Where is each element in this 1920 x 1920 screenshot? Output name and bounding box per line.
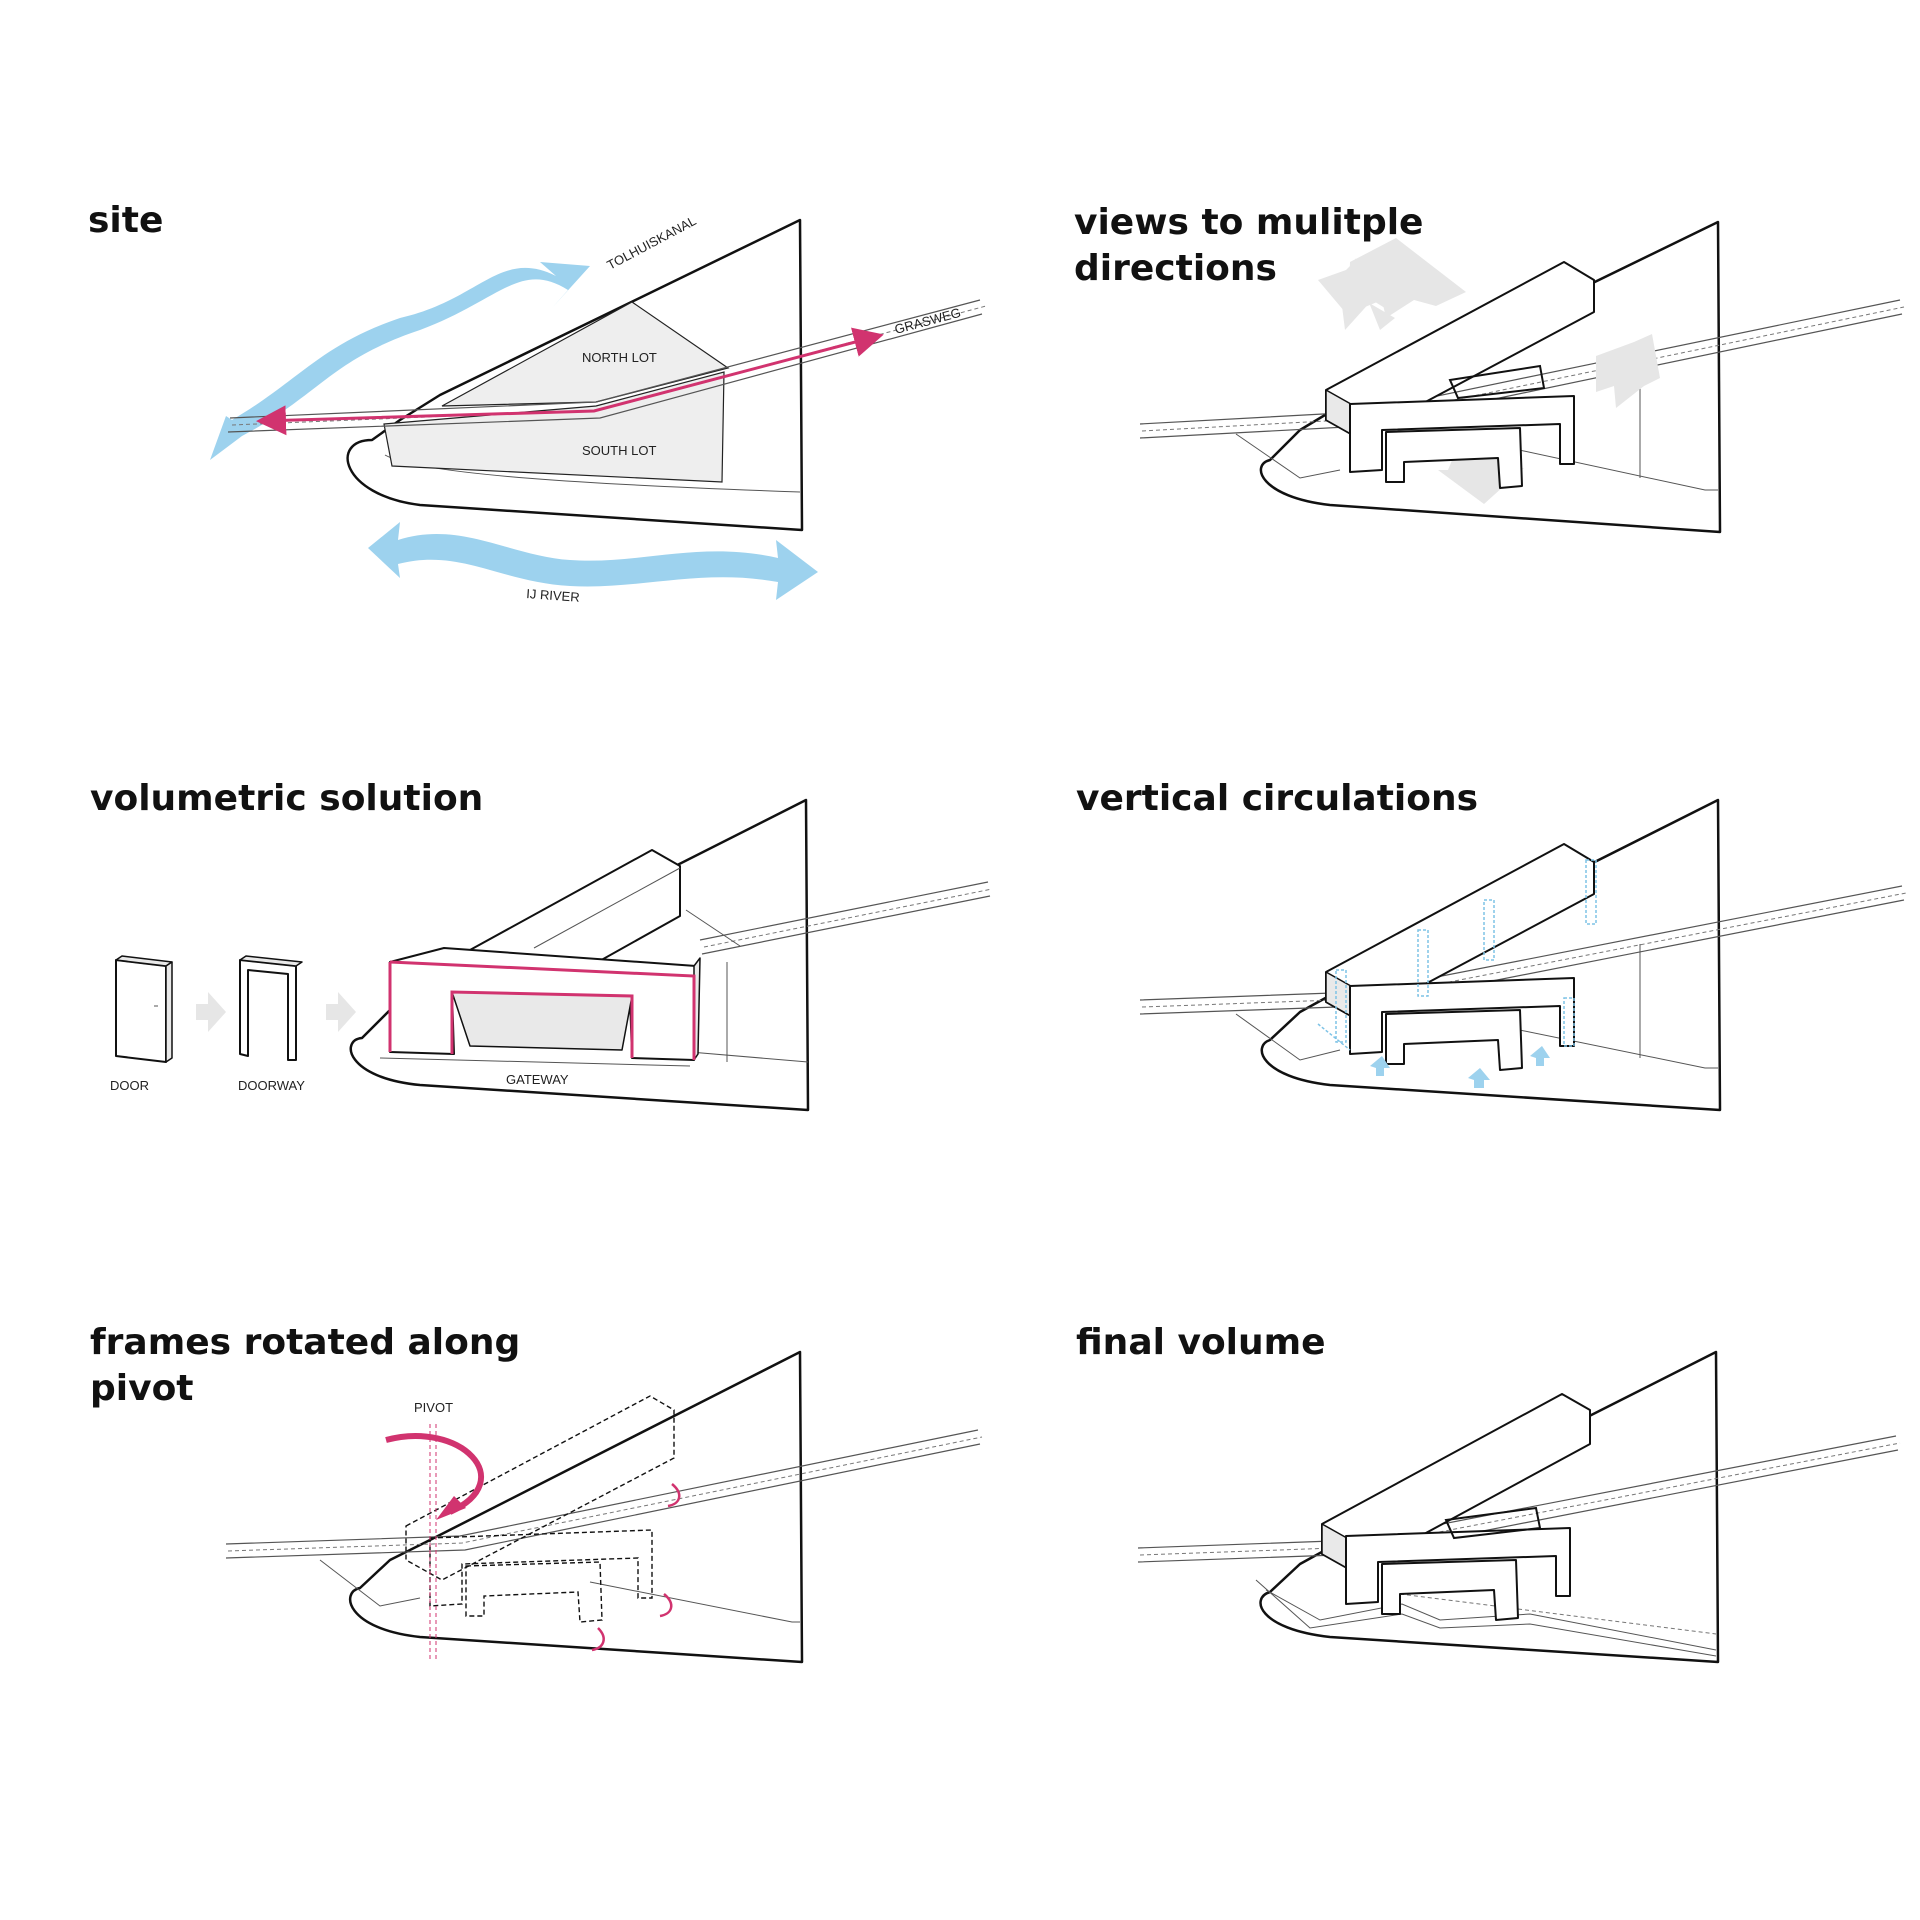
rotation-arrow-small-1 — [667, 1483, 681, 1508]
label-street: GRASWEG — [893, 305, 962, 337]
label-north-lot: NORTH LOT — [582, 350, 657, 365]
rotated-frame-long — [405, 1395, 675, 1581]
site-boundary-rotation — [348, 1350, 804, 1664]
panel-title-rotation-line1: frames rotated along — [90, 1322, 520, 1363]
panel-title-rotation-line2: pivot — [90, 1368, 194, 1409]
circulation-core-3 — [1483, 899, 1495, 961]
panel-title-volumetric: volumetric solution — [90, 778, 483, 819]
label-river: IJ RIVER — [526, 586, 580, 605]
label-doorway: DOORWAY — [238, 1078, 305, 1093]
rotated-frame-inner — [465, 1561, 603, 1623]
circulation-core-5 — [1563, 997, 1575, 1047]
panel-rotation: frames rotated along pivot PIVOT — [90, 1322, 983, 1664]
panel-title-views-line2: directions — [1074, 248, 1277, 289]
rotation-arrow-main — [385, 1433, 485, 1515]
door-icon — [115, 955, 173, 1063]
label-door: DOOR — [110, 1078, 149, 1093]
arrow-door-to-doorway — [196, 992, 226, 1032]
arrow-doorway-to-gateway — [326, 992, 356, 1032]
panel-title-circulation: vertical circulations — [1076, 778, 1478, 819]
entry-arrow-3 — [1530, 1046, 1550, 1066]
label-pivot: PIVOT — [414, 1400, 453, 1415]
panel-volumetric: volumetric solution DOOR DOORWAY — [90, 778, 993, 1112]
label-canal: TOLHUISKANAL — [604, 213, 698, 273]
route-arrow — [256, 327, 884, 436]
gateway-frame-highlight — [389, 960, 696, 1060]
site-boundary-circulation — [1260, 798, 1722, 1112]
rotation-arrow-main-head — [436, 1496, 466, 1520]
final-inner-frame — [1381, 1559, 1519, 1621]
rotation-arrow-small-3 — [591, 1627, 605, 1652]
circ-inner-frame — [1385, 1009, 1523, 1071]
panel-title-views-line1: views to mulitple — [1074, 202, 1423, 243]
view-arrow-east — [1596, 334, 1660, 408]
circulation-core-2 — [1417, 929, 1429, 997]
panel-title-site: site — [88, 200, 163, 241]
rotated-frame-cross — [429, 1529, 653, 1607]
label-south-lot: SOUTH LOT — [582, 443, 656, 458]
panel-site: site TOLHUISKANAL GRASWEG NORTH LOT SOUT… — [88, 200, 987, 605]
panel-circulation: vertical circulations — [1076, 778, 1907, 1112]
entry-arrow-2 — [1468, 1068, 1490, 1088]
panel-title-final: final volume — [1076, 1322, 1326, 1363]
entry-arrow-1 — [1370, 1056, 1390, 1076]
label-gateway: GATEWAY — [506, 1072, 569, 1087]
view-arrow-west — [1348, 238, 1466, 318]
inner-frame-block — [1385, 427, 1523, 489]
panel-views: views to mulitple directions — [1074, 202, 1905, 534]
rotation-arrow-small-2 — [659, 1593, 673, 1618]
panel-final: final volume — [1076, 1322, 1901, 1664]
site-boundary-final — [1259, 1350, 1720, 1664]
river-flow-arrow — [368, 522, 818, 600]
final-cross-frame — [1345, 1527, 1571, 1605]
circulation-core-1 — [1335, 969, 1347, 1043]
canal-flow-arrow — [210, 262, 590, 460]
doorway-icon — [239, 955, 303, 1061]
circulation-core-4 — [1585, 859, 1597, 925]
cross-frame-block — [1349, 395, 1575, 473]
